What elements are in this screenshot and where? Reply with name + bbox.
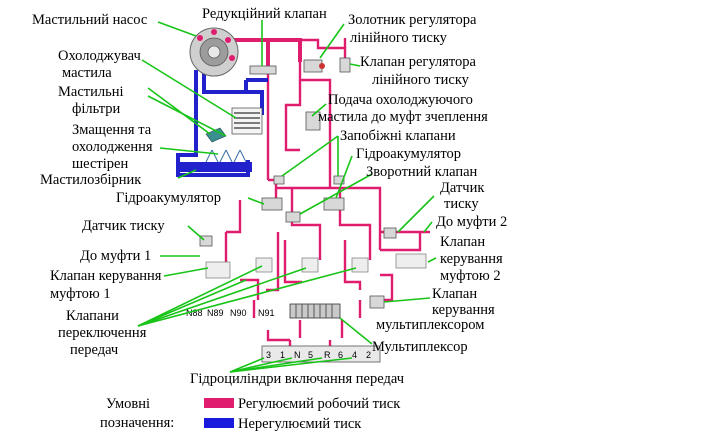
label-oil-cooler-2: мастила	[62, 65, 112, 81]
label-shift-valves-2: переключення	[58, 325, 147, 341]
shift-valve-1	[255, 257, 273, 273]
label-cylinders: Гідроциліндри включання передач	[190, 371, 404, 387]
label-to-clutch-1: До муфти 1	[80, 248, 151, 264]
safety-valve-left	[273, 175, 285, 185]
legend-unregulated-swatch	[204, 418, 234, 428]
label-pressure-sensor: Датчик тиску	[82, 218, 165, 234]
label-safety-valves: Запобіжні клапани	[340, 128, 456, 144]
label-clutch-cool-2: мастила до муфт зчеплення	[318, 109, 488, 125]
line-spool-marker	[319, 63, 325, 69]
label-sensor-right-1: Датчик	[440, 180, 485, 196]
label-clutch-cool-1: Подача охолоджуючого	[328, 92, 473, 108]
label-shift-valves-3: передач	[70, 342, 118, 358]
reducing-valve-drawing	[249, 65, 277, 75]
label-multiplexer: Мультиплексор	[372, 339, 468, 355]
legend-unregulated-label: Нерегулюємий тиск	[238, 416, 362, 432]
labels: Мастильний насос Редукційний клапан Золо…	[32, 6, 507, 387]
gear-cylinders: 3 1 N 5 R 6 4 2	[261, 345, 381, 363]
pressure-sensor-right	[383, 227, 397, 239]
label-accumulator-right: Гідроакумулятор	[356, 146, 461, 162]
valve-code-n91: N91	[258, 308, 275, 318]
accumulator-left-drawing	[261, 197, 283, 211]
shift-valve-2	[301, 257, 319, 273]
label-mux-valve-1: Клапан	[432, 286, 477, 302]
leader-lines	[137, 20, 437, 373]
label-gear-lube-3: шестірен	[72, 156, 128, 172]
label-sump: Мастилозбірник	[40, 172, 142, 188]
regulated-pressure-lines	[224, 38, 430, 346]
label-gear-lube-1: Змащення та	[72, 122, 152, 138]
line-valve-drawing	[339, 57, 351, 73]
clutch-cool-drawing	[305, 111, 321, 131]
oil-pump-drawing	[189, 27, 239, 77]
label-oil-filters-1: Мастильні	[58, 84, 124, 100]
label-clutch1-valve-1: Клапан керування	[50, 268, 162, 284]
label-clutch1-valve-2: муфтою 1	[50, 286, 111, 302]
legend-title-1: Умовні	[106, 396, 150, 412]
gear-r: R	[324, 350, 331, 360]
label-oil-filters-2: фільтри	[72, 101, 120, 117]
gear-1: 1	[280, 350, 285, 360]
label-accumulator-left: Гідроакумулятор	[116, 190, 221, 206]
label-clutch2-valve-1: Клапан	[440, 234, 485, 250]
label-line-spool-2: лінійного тиску	[350, 30, 448, 46]
label-clutch2-valve-3: муфтою 2	[440, 268, 501, 284]
accumulator-right-drawing	[323, 197, 345, 211]
multiplexer-drawing	[289, 303, 341, 319]
label-shift-valves-1: Клапани	[66, 308, 119, 324]
valve-code-n88: N88	[186, 308, 203, 318]
clutch1-valve-drawing	[205, 261, 231, 279]
valve-code-n90: N90	[230, 308, 247, 318]
sump-drawing	[178, 162, 252, 172]
valve-code-row: N88 N89 N90 N91	[186, 308, 275, 318]
label-clutch2-valve-2: керування	[440, 251, 503, 267]
gear-n: N	[294, 350, 301, 360]
clutch2-valve-drawing	[395, 253, 427, 269]
label-sensor-right-2: тиску	[444, 196, 479, 212]
oil-cooler-drawing	[231, 107, 263, 135]
check-valve-drawing	[285, 211, 301, 223]
label-mux-valve-3: мультиплексором	[376, 317, 484, 333]
pressure-sensor-left	[199, 235, 213, 247]
label-line-spool-1: Золотник регулятора	[348, 12, 477, 28]
valve-code-n89: N89	[207, 308, 224, 318]
label-oil-pump: Мастильний насос	[32, 12, 147, 28]
label-line-valve-2: лінійного тиску	[372, 72, 470, 88]
gear-3: 3	[266, 350, 271, 360]
legend: Умовні позначення: Регулюємий робочий ти…	[100, 396, 401, 432]
gear-2: 2	[366, 350, 371, 360]
label-reducing-valve: Редукційний клапан	[202, 6, 327, 22]
label-oil-cooler-1: Охолоджувач	[58, 48, 141, 64]
gear-lube-drawing	[205, 149, 247, 163]
gear-6: 6	[338, 350, 343, 360]
shift-valve-3	[351, 257, 369, 273]
gear-5: 5	[308, 350, 313, 360]
label-to-clutch-2: До муфти 2	[436, 214, 507, 230]
label-check-valve: Зворотний клапан	[366, 164, 478, 180]
label-mux-valve-2: керування	[432, 302, 495, 318]
label-line-valve-1: Клапан регулятора	[360, 54, 477, 70]
legend-title-2: позначення:	[100, 415, 174, 431]
legend-regulated-label: Регулюємий робочий тиск	[238, 396, 401, 412]
label-gear-lube-2: охолодження	[72, 139, 153, 155]
gear-4: 4	[352, 350, 357, 360]
safety-valve-right	[333, 175, 345, 185]
mux-valve-drawing	[369, 295, 385, 309]
legend-regulated-swatch	[204, 398, 234, 408]
